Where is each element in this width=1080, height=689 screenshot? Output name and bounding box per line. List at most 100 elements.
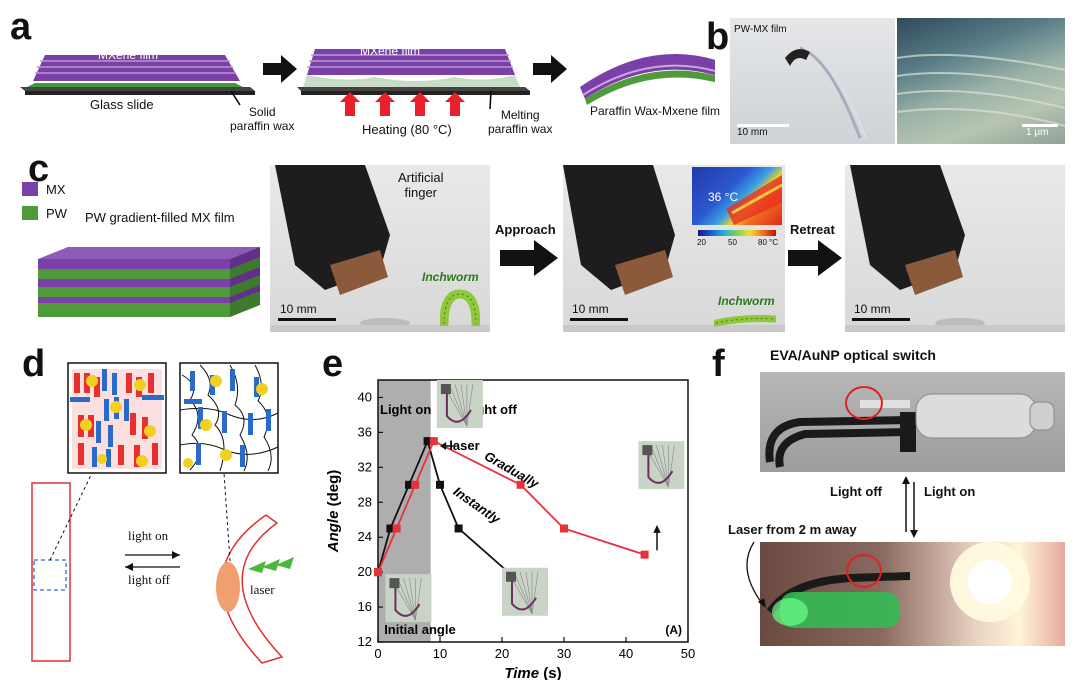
x-tick-label: 50 — [681, 646, 695, 661]
series-1-point — [429, 437, 438, 446]
x-tick-label: 0 — [374, 646, 381, 661]
annotation-initial-angle: Initial angle — [384, 622, 456, 637]
x-tick-label: 10 — [433, 646, 447, 661]
scale-label-b2: 1 μm — [1026, 127, 1049, 138]
light-off-label-f: Light off — [830, 484, 882, 499]
x-tick-label: 20 — [495, 646, 509, 661]
y-tick-label: 16 — [358, 599, 372, 614]
scale-bar-b2 — [1022, 124, 1058, 127]
panel-label-d: d — [22, 343, 46, 385]
panel-label-a: a — [10, 6, 32, 48]
highlight-circle-top — [845, 386, 883, 420]
series-1-point — [374, 568, 382, 577]
heat-arrows — [340, 92, 465, 116]
legend-pw-swatch — [22, 206, 38, 220]
light-off-label: light off — [128, 572, 171, 587]
solid-wax-label: Solid paraffin wax — [230, 105, 295, 133]
photo-artificial-finger — [270, 165, 490, 332]
panel-label-e: e — [322, 343, 344, 385]
y-tick-label: 32 — [358, 459, 372, 474]
legend-mx-label: MX — [46, 182, 66, 197]
result-film-label: Paraffin Wax-Mxene film — [590, 104, 721, 118]
switch-toggle-arrows — [902, 476, 918, 538]
gradient-film-title: PW gradient-filled MX film — [85, 210, 235, 225]
scale-label-c2: 10 mm — [572, 302, 609, 316]
approach-arrow — [500, 240, 558, 276]
series-0-point — [436, 480, 444, 489]
light-on-label-f: Light on — [924, 484, 976, 499]
series-0-point — [454, 524, 463, 533]
series-1-point — [560, 524, 568, 533]
annotation-light-on: Light on — [380, 402, 431, 417]
gradual-arrowhead — [653, 524, 661, 533]
y-axis-label: Angle (deg) — [325, 470, 342, 554]
inchworm-label-2: Inchworm — [718, 294, 775, 308]
sem-image — [897, 18, 1065, 144]
laser-distance-label: Laser from 2 m away — [728, 522, 857, 537]
scale-label-c3: 10 mm — [854, 302, 891, 316]
panel-a-diagram — [20, 49, 715, 110]
plot-frame — [377, 379, 689, 643]
approach-label: Approach — [495, 222, 556, 237]
scale-bar-c2 — [570, 318, 628, 321]
series-1-point — [516, 480, 525, 489]
inchworm-icon-2 — [714, 315, 776, 327]
inset-photo-instant — [502, 567, 548, 616]
retreat-label: Retreat — [790, 222, 835, 237]
glass-slide-label: Glass slide — [90, 97, 154, 112]
y-tick-label: 40 — [358, 389, 372, 404]
retreat-arrow — [788, 240, 842, 276]
inset-photo-laser — [436, 380, 483, 428]
photo-retreat — [845, 165, 1065, 332]
series-0-point — [405, 480, 413, 489]
panel-label-b: b — [706, 16, 730, 58]
x-tick-label: 40 — [619, 646, 633, 661]
thermal-image — [692, 167, 782, 225]
laser-arrowhead — [440, 442, 447, 450]
scale-label-c1: 10 mm — [280, 302, 317, 316]
pw-mx-film-label: PW-MX film — [734, 24, 787, 35]
melting-wax-label: Melting paraffin wax — [488, 108, 553, 136]
panel-label-f: f — [712, 343, 725, 385]
annotation-tag: (A) — [665, 623, 682, 637]
panel-label-c: c — [28, 148, 50, 190]
highlight-circle-bottom — [846, 554, 882, 588]
series-0-point — [386, 524, 395, 533]
optical-switch-title: EVA/AuNP optical switch — [770, 347, 936, 363]
scale-label-b1: 10 mm — [737, 127, 768, 138]
inset-photo-initial — [385, 574, 432, 623]
inchworm-icon-1 — [440, 289, 480, 326]
artificial-finger-label: Artificial finger — [398, 170, 444, 200]
series-1-point — [411, 480, 420, 489]
gradient-film-stack — [38, 247, 260, 317]
y-tick-label: 12 — [358, 634, 372, 649]
photo-switch-off — [760, 372, 1065, 472]
x-axis-label: Time (s) — [504, 665, 561, 680]
series-0-point — [423, 437, 432, 446]
x-tick-label: 30 — [557, 646, 571, 661]
colorbar-tick-20: 20 — [697, 238, 706, 247]
photo-pw-mx-film — [730, 18, 895, 144]
inset-photo-gradual — [638, 441, 685, 490]
heating-label: Heating (80 °C) — [362, 122, 452, 137]
photo-approach — [563, 165, 785, 332]
y-tick-label: 24 — [358, 529, 372, 544]
legend-pw-label: PW — [46, 206, 67, 221]
y-tick-label: 20 — [358, 564, 372, 579]
colorbar-tick-80: 80 °C — [758, 238, 779, 247]
temperature-label: 36 °C — [708, 190, 739, 204]
scale-bar-c1 — [278, 318, 336, 321]
photo-switch-on — [760, 542, 1065, 646]
series-1-point — [640, 550, 649, 559]
legend-mx-swatch — [22, 182, 38, 196]
inchworm-label-1: Inchworm — [422, 270, 479, 284]
y-tick-label: 36 — [358, 424, 372, 439]
panel-d-diagram — [31, 362, 294, 664]
scale-bar-c3 — [852, 318, 910, 321]
y-tick-label: 28 — [358, 494, 372, 509]
colorbar — [698, 230, 776, 236]
scale-bar-b1 — [737, 124, 789, 127]
laser-pointer-arrow — [746, 541, 766, 608]
annotation-instantly: Instantly — [451, 484, 504, 527]
